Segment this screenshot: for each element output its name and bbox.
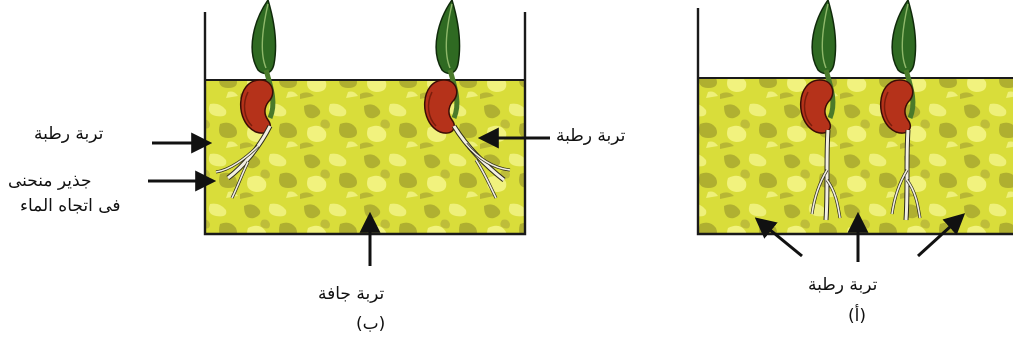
- label-dry-soil: تربة جافة: [318, 284, 384, 304]
- label-moist-soil-a: تربة رطبة: [808, 275, 877, 295]
- label-moist-soil-left: تربة رطبة: [34, 124, 103, 144]
- panel-a-container: [698, 0, 1013, 234]
- label-toward-water: فى اتجاه الماء: [20, 196, 121, 216]
- panel-a-soil: [698, 78, 1013, 233]
- label-panel-b: (ب): [356, 314, 385, 334]
- label-root-curved: جذير منحنى: [8, 171, 91, 191]
- label-moist-soil-b-right: تربة رطبة: [556, 126, 625, 146]
- label-panel-a: (أ): [848, 306, 866, 326]
- panel-b-container: [205, 0, 525, 234]
